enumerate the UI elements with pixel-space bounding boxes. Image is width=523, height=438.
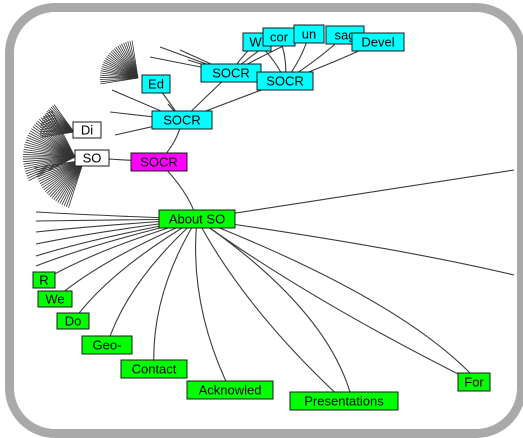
root-node[interactable]: SOCR bbox=[131, 153, 187, 171]
cyan-node-label: SOCR bbox=[163, 112, 201, 127]
green-node-label: R bbox=[39, 272, 48, 287]
cyan-node[interactable]: Devel bbox=[352, 33, 404, 51]
cyan-node-label: Wi bbox=[249, 34, 264, 49]
cyan-node[interactable]: SOCR bbox=[257, 72, 313, 90]
edge-about-offscreen bbox=[197, 170, 514, 219]
cyan-node-label: SOCR bbox=[266, 73, 304, 88]
cyan-node-label: Devel bbox=[361, 34, 394, 49]
edge-about-offscreen bbox=[197, 219, 470, 373]
green-node-label: Acknowled bbox=[199, 382, 262, 397]
edge-about-offscreen bbox=[197, 219, 350, 392]
edge-about-leaf bbox=[107, 219, 197, 345]
cyan-node-label: un bbox=[302, 26, 316, 41]
cyan-node[interactable]: SOCR bbox=[201, 64, 261, 82]
green-node-label: About SO bbox=[169, 211, 225, 226]
green-node-label: For bbox=[464, 374, 484, 389]
green-node[interactable]: Presentations bbox=[290, 392, 398, 410]
root-node-label: SOCR bbox=[140, 154, 178, 169]
green-node-label: Do bbox=[65, 313, 82, 328]
white-node[interactable]: Di bbox=[73, 122, 101, 138]
cyan-node[interactable]: un bbox=[294, 25, 324, 43]
green-node-label: We bbox=[45, 291, 64, 306]
edge-about-leaf bbox=[196, 219, 230, 390]
green-node[interactable]: Geo- bbox=[82, 336, 132, 354]
white-node-label: Di bbox=[81, 122, 93, 137]
cyan-node-label: SOCR bbox=[212, 65, 250, 80]
green-node-label: Contact bbox=[132, 361, 177, 376]
cyan-node-label: Ed bbox=[148, 76, 164, 91]
green-node[interactable]: About SO bbox=[159, 210, 235, 228]
white-node[interactable]: SO bbox=[75, 150, 109, 166]
green-node[interactable]: Do bbox=[57, 313, 89, 329]
green-node[interactable]: For bbox=[458, 373, 490, 391]
white-node-label: SO bbox=[83, 150, 102, 165]
edge-about-offscreen bbox=[197, 219, 514, 275]
green-node[interactable]: We bbox=[38, 291, 72, 307]
cyan-node[interactable]: Ed bbox=[142, 75, 170, 93]
cyan-node[interactable]: cor bbox=[263, 28, 295, 46]
green-node[interactable]: Contact bbox=[121, 360, 187, 378]
cyan-node[interactable]: SOCR bbox=[152, 111, 212, 129]
green-node-label: Geo- bbox=[93, 337, 122, 352]
green-node[interactable]: R bbox=[33, 272, 55, 288]
edge-about-leaf bbox=[197, 219, 344, 401]
green-node-label: Presentations bbox=[304, 393, 384, 408]
green-node[interactable]: Acknowled bbox=[187, 381, 273, 399]
cyan-node-label: cor bbox=[270, 29, 289, 44]
